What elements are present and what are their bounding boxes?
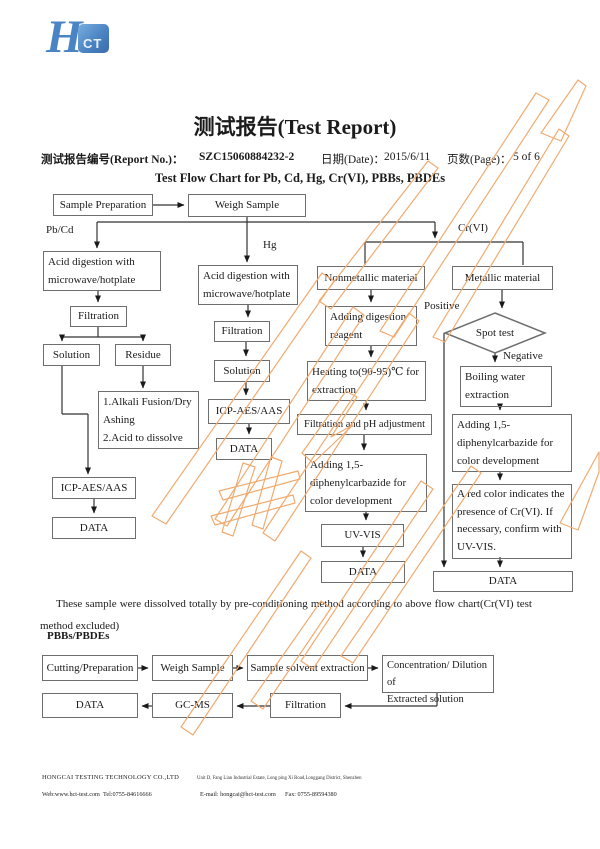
node-heating-extraction: Heating to(90-95)℃ for extraction: [307, 361, 426, 401]
note-paragraph: These sample were dissolved totally by p…: [40, 598, 532, 632]
footer-fax: Fax: 0755-89594380: [285, 791, 337, 798]
section-title-pbbs-pbdes: PBBs/PBDEs: [47, 630, 110, 642]
node-adding-dpc-left: Adding 1,5- diphenylcarbazide for color …: [305, 454, 427, 512]
node-weigh-sample-2: Weigh Sample: [152, 655, 233, 681]
node-hg-acid-digestion: Acid digestion with microwave/hotplate: [198, 265, 298, 305]
node-alkali-fusion: 1.Alkali Fusion/Dry Ashing 2.Acid to dis…: [98, 391, 199, 449]
branch-label-positive: Positive: [424, 300, 460, 312]
branch-label-hg: Hg: [263, 239, 277, 251]
node-sample-solvent-extraction: Sample solvent extraction: [247, 655, 368, 681]
footer-company-name: HONGCAI TESTING TECHNOLOGY CO.,LTD: [42, 774, 179, 781]
footer-web: Web:www.hct-test.com: [42, 791, 100, 798]
node-pbcd-data: DATA: [52, 517, 136, 539]
node-pbcd-icp-aes-aas: ICP-AES/AAS: [52, 477, 136, 499]
date-value: 2015/6/11: [384, 151, 431, 163]
node-nonmetallic-material: Nonmetallic material: [317, 266, 425, 290]
node-hg-filtration: Filtration: [214, 321, 270, 342]
node-cutting-preparation: Cutting/Preparation: [42, 655, 138, 681]
node-pbcd-solution: Solution: [43, 344, 100, 366]
node-adding-dpc-right: Adding 1,5- diphenylcarbazide for color …: [452, 414, 572, 472]
footer-email: E-mail: hongcai@hct-test.com: [200, 791, 276, 798]
logo-square: [78, 24, 109, 53]
node-uv-vis: UV-VIS: [321, 524, 404, 547]
flow-chart-title: Test Flow Chart for Pb, Cd, Hg, Cr(VI), …: [154, 171, 446, 185]
node-sample-preparation: Sample Preparation: [53, 194, 153, 216]
node-spot-test-label: Spot test: [475, 327, 515, 339]
page-label: 页数(Page)：: [447, 154, 512, 166]
footer-address: Unit D, Fang Lian Industrial Estate, Lon…: [197, 776, 362, 781]
branch-label-crvi: Cr(VI): [458, 222, 488, 234]
node-red-color-note: A red color indicates the presence of Cr…: [452, 484, 572, 559]
branch-label-negative: Negative: [503, 350, 543, 362]
node-data-mid: DATA: [321, 561, 405, 583]
report-no-label: 测试报告编号(Report No.)：: [41, 154, 184, 166]
node-concentration-dilution: Concentration/ Dilution of Extracted sol…: [382, 655, 494, 705]
node-hg-solution: Solution: [214, 360, 270, 382]
node-filtration-ph-adjustment: Filtration and pH adjustment: [297, 414, 432, 435]
node-metallic-material: Metallic material: [452, 266, 553, 290]
node-filtration-pbbs: Filtration: [270, 693, 341, 718]
node-hg-data: DATA: [216, 438, 272, 460]
page-value: 5 of 6: [513, 151, 540, 163]
node-hg-icp-aes-aas: ICP-AES/AAS: [208, 399, 290, 424]
node-data-pbbs: DATA: [42, 693, 138, 718]
node-pbcd-residue: Residue: [115, 344, 171, 366]
node-pbcd-filtration: Filtration: [70, 306, 127, 327]
date-label: 日期(Date)：: [321, 154, 385, 166]
node-adding-digestion-reagent: Adding digestion reagent: [325, 306, 417, 346]
page-title: 测试报告(Test Report): [193, 115, 397, 139]
node-pbcd-acid-digestion: Acid digestion with microwave/hotplate: [43, 251, 161, 291]
node-boiling-water-extraction: Boiling water extraction: [460, 366, 552, 407]
footer-tel: Tel:0755-84616666: [103, 791, 152, 798]
node-gc-ms: GC-MS: [152, 693, 233, 718]
report-no-value: SZC15060884232-2: [199, 151, 295, 163]
node-data-right: DATA: [433, 571, 573, 592]
logo-ct-letters: CT: [83, 36, 103, 51]
node-weigh-sample: Weigh Sample: [188, 194, 306, 217]
branch-label-pbcd: Pb/Cd: [46, 224, 74, 236]
logo-h-letter: H: [46, 11, 83, 63]
